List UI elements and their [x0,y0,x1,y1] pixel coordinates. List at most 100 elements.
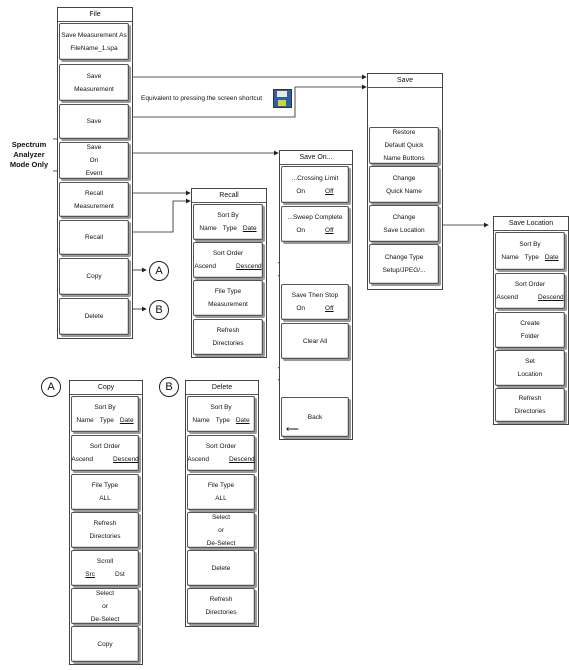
save-on-key-option: On [296,305,306,312]
spectrum-analyzer-mode-label: Spectrum Analyzer Mode Only [2,140,56,170]
delete-key-label: Directories [205,609,237,616]
copy-menu-marker: A [41,377,61,397]
file-key-label: Recall [84,189,104,197]
file-key-3[interactable]: Save [59,104,129,139]
copy-key-option: Dst [115,571,125,578]
recall-key-option: Name [199,225,217,232]
save-key-label: Default Quick [384,142,424,149]
save-shortcut-icon [273,89,292,108]
copy-key-option: Name [76,417,94,424]
delete-key-label: De-Select [206,539,236,547]
save-location-key-option: Name [501,254,519,261]
delete-key-label: or [218,526,224,534]
save-on-key-label: Back [307,413,323,421]
delete-key-5[interactable]: Delete [187,550,255,586]
recall-key-label: File Type [214,288,242,295]
copy-key-option: Date [119,417,134,424]
recall-key-option: Type [222,225,237,232]
recall-key-label: Measurement [208,301,248,308]
file-key-8[interactable]: Delete [59,298,129,335]
delete-key-label: ALL [215,495,227,502]
copy-key-label: Copy [97,640,113,648]
copy-menu-title: Copy [70,381,142,395]
delete-key-label: Refresh [209,596,233,603]
file-key-label: Save [86,144,102,151]
copy-key-label: Sort By [94,404,116,411]
recall-key-option: Descend [236,263,262,270]
copy-key-options: Src Dst [85,570,125,579]
save-on-key-label: Save Then Stop [291,292,339,299]
file-key-label: Save Measurement As [61,31,127,39]
delete-key-label: Select [211,513,231,521]
delete-key-option: Name [192,417,210,424]
save-location-key-label: Sort By [519,241,541,248]
save-location-key-label: Directories [514,408,546,415]
file-key-label: Measurement [74,202,114,210]
save-location-key-option: Date [544,254,559,261]
delete-key-option: Descend [229,456,255,463]
save-key-label: Save Location [383,226,425,234]
save-key-label: Change Type [384,254,424,261]
save-location-key-label: Refresh [518,395,542,402]
side-label-line: Analyzer [13,150,45,159]
copy-key-7[interactable]: Copy [71,626,139,662]
save-location-key-label: Sort Order [514,281,546,288]
copy-key-option: Src [85,571,95,578]
copy-key-label: Scroll [96,558,114,565]
recall-menu-title: Recall [192,189,266,203]
delete-key-label: Sort By [210,404,232,411]
save-key-label: Restore [392,129,416,136]
save-on-key-option: Off [325,305,334,312]
save-on-key-4[interactable]: Clear All [281,323,349,359]
save-key-label: Change [392,174,416,182]
save-location-key-label: Location [517,371,543,378]
file-key-7[interactable]: Copy [59,258,129,295]
file-key-label: Measurement [74,85,114,93]
save-on-key-5[interactable]: Back⟵ [281,397,349,437]
save-on-key-option: On [296,227,306,234]
file-menu-title: File [58,8,132,22]
save-menu-title: Save [368,74,442,88]
side-label-line: Spectrum [11,140,47,149]
delete-key-option: Date [235,417,250,424]
copy-key-option: Descend [113,456,139,463]
file-key-6[interactable]: Recall [59,220,129,255]
